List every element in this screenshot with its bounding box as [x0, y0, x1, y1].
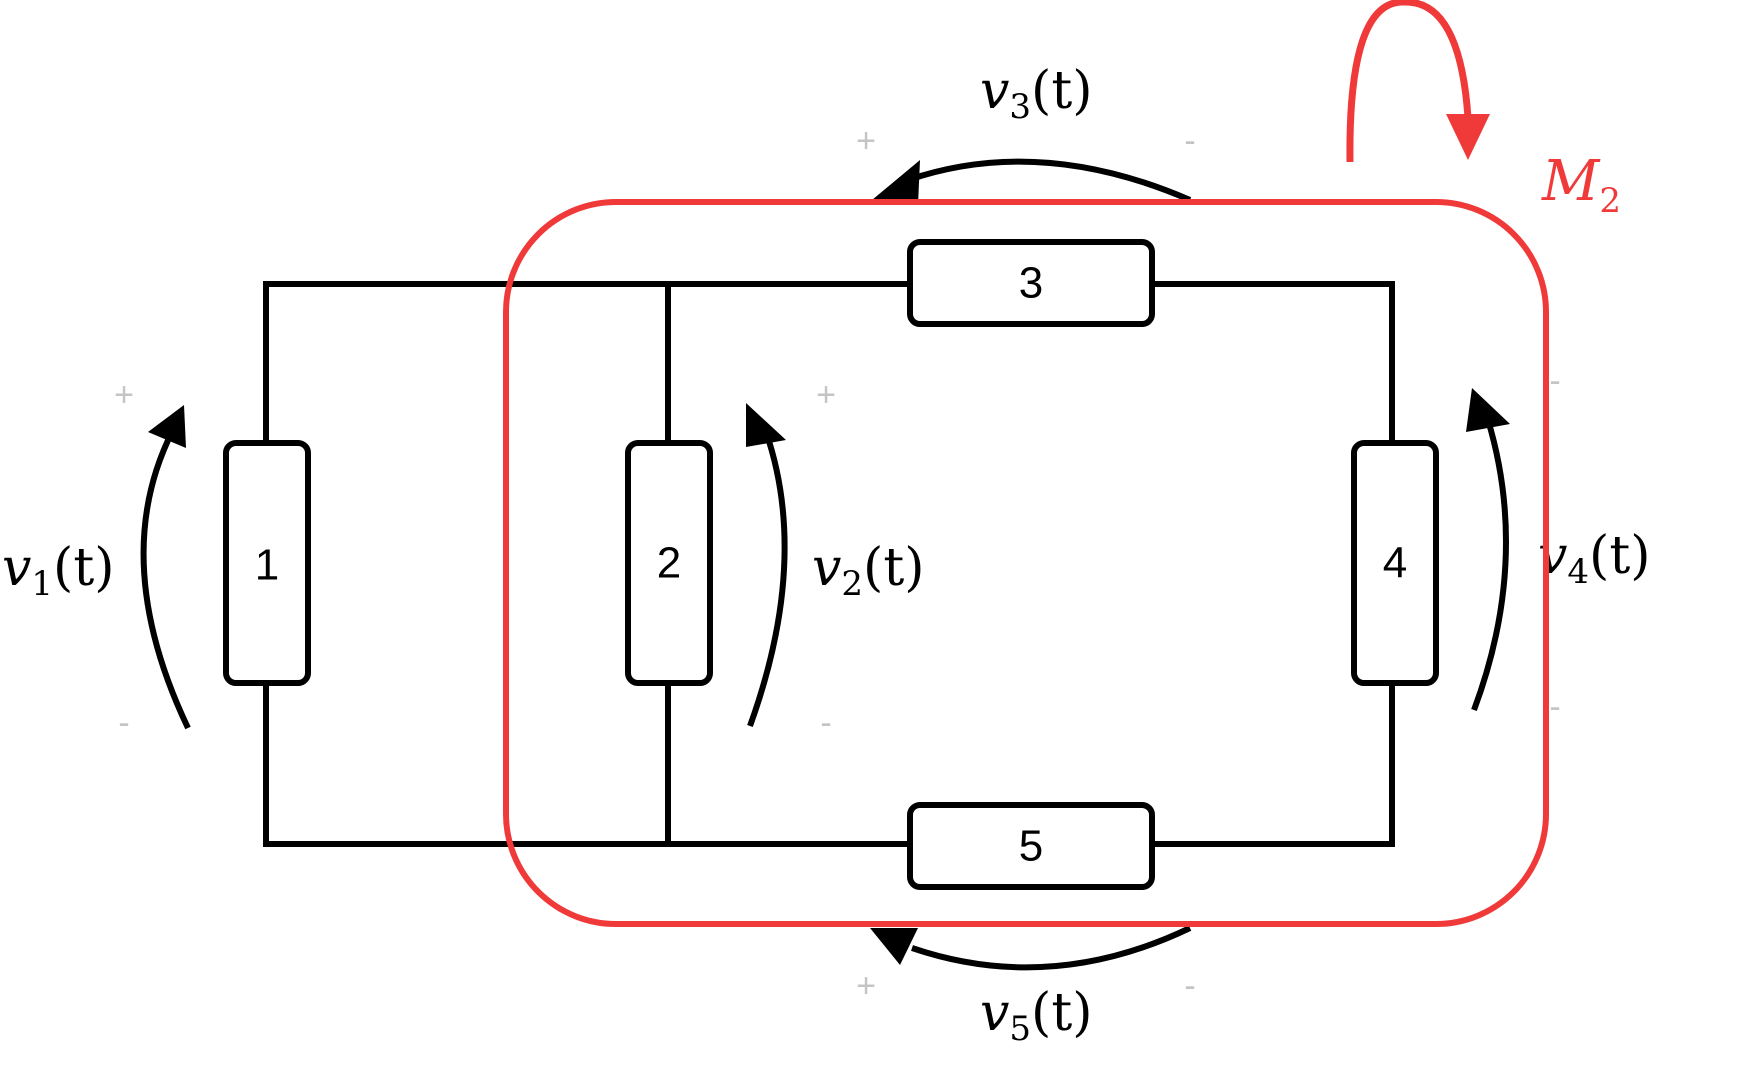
mesh-m2-label: M2: [1541, 149, 1621, 221]
v2-plus-sign: +: [816, 376, 836, 414]
component-3-label: 3: [1019, 259, 1043, 308]
v4-plus-sign: -: [1549, 362, 1560, 400]
v5-label: v5(t): [980, 983, 1093, 1049]
v3-label: v3(t): [980, 61, 1093, 127]
v1-minus-sign: -: [118, 704, 129, 742]
voltage-arrow-v4: [1466, 388, 1510, 712]
component-4-label: 4: [1383, 539, 1407, 588]
v5-minus-sign: -: [1184, 967, 1195, 1005]
voltage-arrow-v1: [140, 405, 191, 730]
component-1-label: 1: [255, 541, 279, 590]
component-1[interactable]: 1: [223, 440, 311, 686]
v2-label: v2(t): [812, 538, 925, 604]
voltage-arrow-v5: [870, 925, 1192, 971]
component-2-label: 2: [657, 539, 681, 588]
outer-loop-wire: [263, 281, 1395, 847]
v2-minus-sign: -: [820, 704, 831, 742]
mesh-m2-direction-arrow: [1346, 0, 1490, 163]
voltage-arrow-v2: [746, 403, 788, 728]
component-5-label: 5: [1019, 822, 1043, 871]
v1-label: v1(t): [2, 538, 115, 604]
v5-plus-sign: +: [856, 967, 876, 1005]
v3-minus-sign: -: [1184, 122, 1195, 160]
v4-label: v4(t): [1538, 526, 1651, 592]
v3-plus-sign: +: [856, 122, 876, 160]
mesh-m2-boundary: [503, 199, 1549, 927]
component-5[interactable]: 5: [907, 802, 1155, 890]
component-3[interactable]: 3: [907, 239, 1155, 327]
component-4[interactable]: 4: [1351, 440, 1439, 686]
component-2[interactable]: 2: [625, 440, 713, 686]
voltage-arrow-v3: [872, 158, 1192, 205]
v1-plus-sign: +: [114, 376, 134, 414]
wires: [263, 281, 1395, 847]
v4-minus-sign: -: [1549, 688, 1560, 726]
